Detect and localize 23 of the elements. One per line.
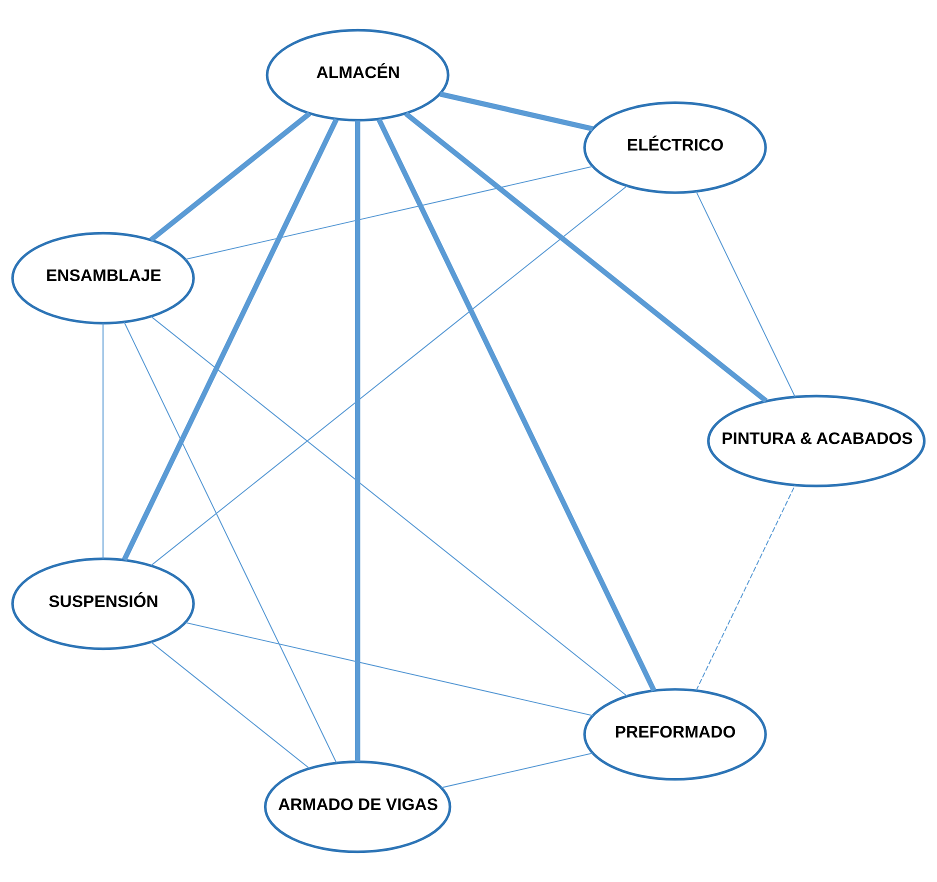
connector xyxy=(404,112,768,403)
node-ellipse: ARMADO DE VIGAS xyxy=(264,760,452,854)
connector xyxy=(185,166,593,260)
node-ellipse: SUSPENSIÓN xyxy=(11,558,195,650)
node-ellipse: ALMACÉN xyxy=(266,28,450,122)
connector xyxy=(124,322,337,763)
node-ellipse: ENSAMBLAJE xyxy=(11,232,195,324)
connector xyxy=(151,316,628,697)
connector xyxy=(696,485,796,691)
connector xyxy=(149,112,312,242)
node-ellipse: PINTURA & ACABADOS xyxy=(707,394,926,488)
connector xyxy=(440,91,594,132)
connector xyxy=(355,120,360,762)
connector xyxy=(376,118,656,692)
connector xyxy=(186,622,593,716)
connector xyxy=(696,191,796,397)
node-ellipse: ELÉCTRICO xyxy=(583,101,767,194)
connector xyxy=(151,185,628,566)
connector xyxy=(122,118,339,561)
connector xyxy=(102,323,104,559)
connector xyxy=(150,642,310,769)
connector xyxy=(441,752,593,788)
node-ellipse: PREFORMADO xyxy=(583,688,767,781)
